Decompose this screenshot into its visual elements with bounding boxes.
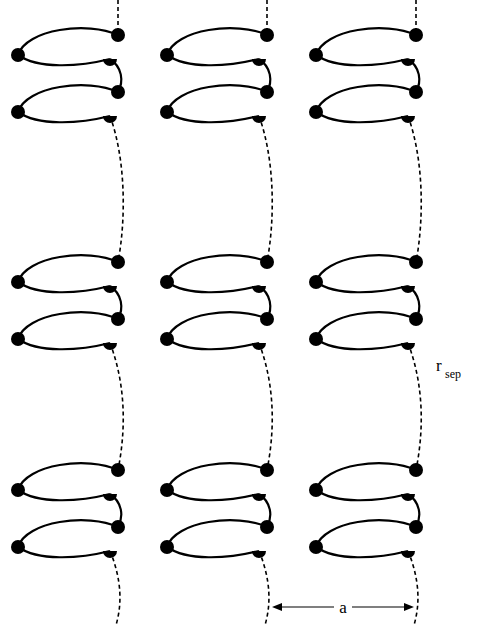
helix-column: [309, 0, 423, 625]
distance-symbol: r: [436, 357, 442, 374]
helix-column: [160, 0, 274, 625]
distance-subscript: sep: [445, 368, 461, 380]
helix-column: [11, 0, 125, 625]
dimension-label: a: [334, 599, 352, 616]
